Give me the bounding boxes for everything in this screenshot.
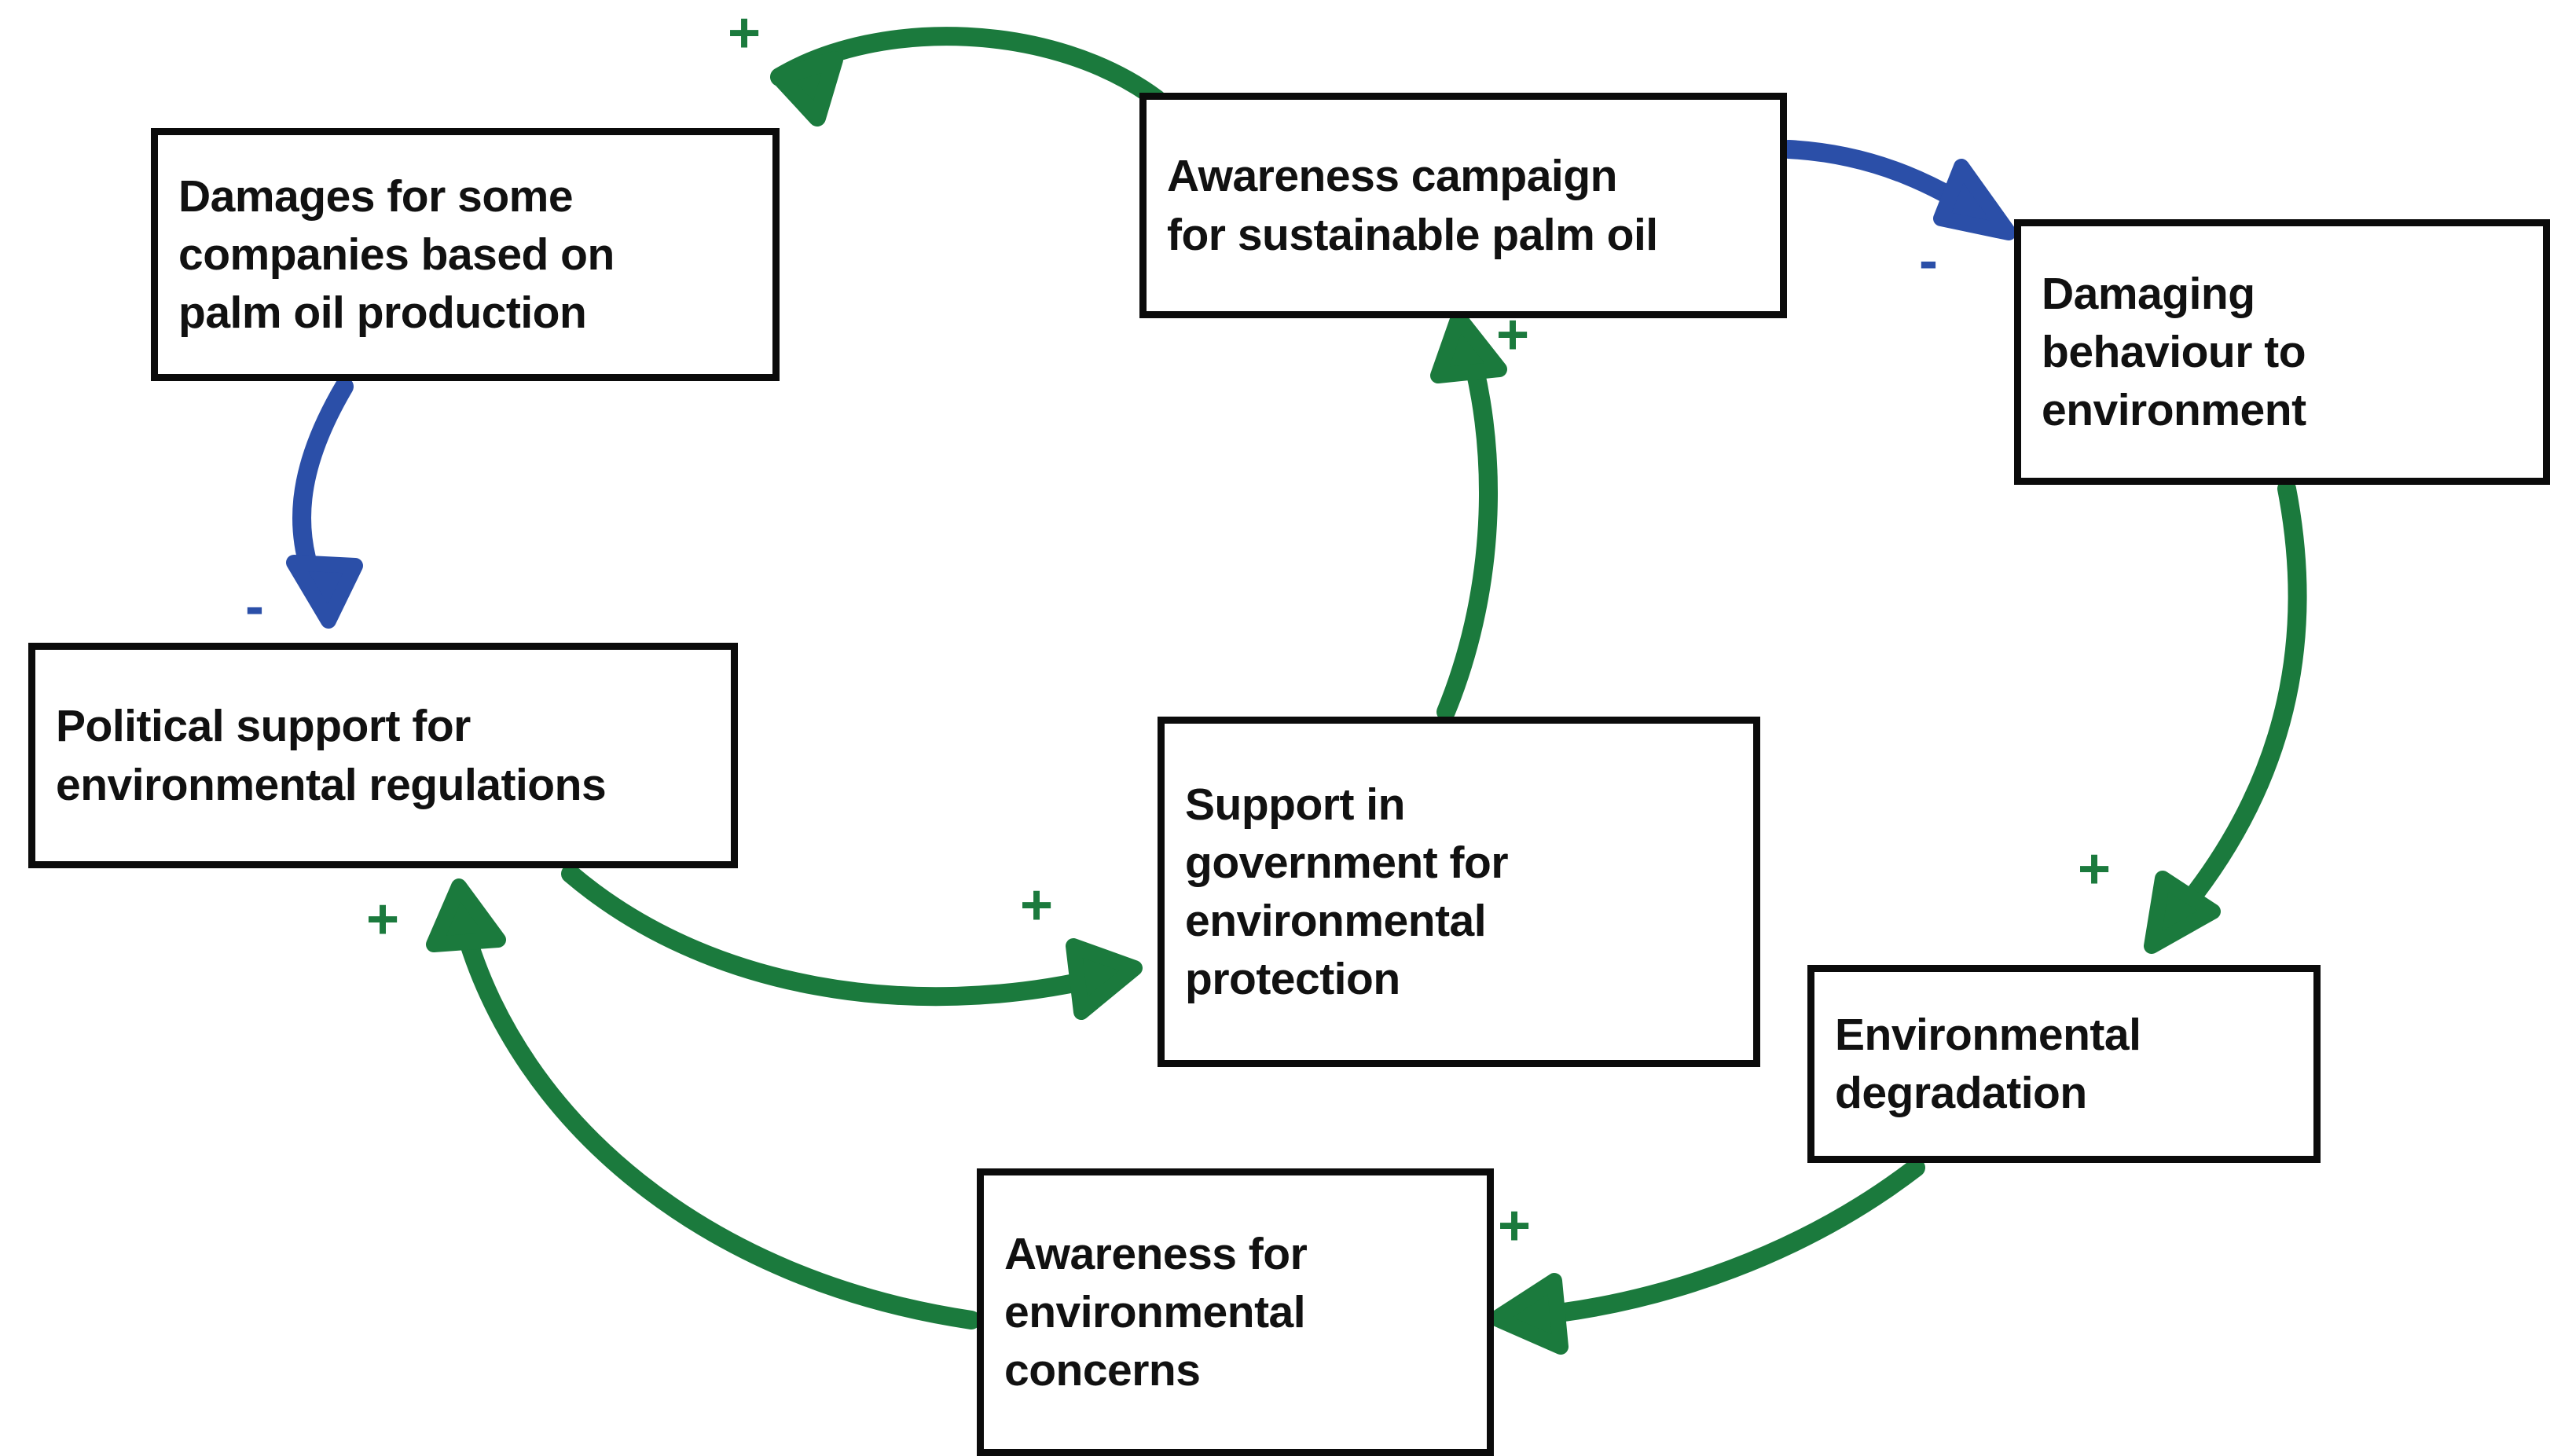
node-degradation[interactable]: Environmental degradation [1807,965,2321,1163]
node-gov-support[interactable]: Support in government for environmental … [1158,717,1760,1067]
link-degradation-to-awareness-concerns [1488,1158,1925,1355]
polarity-label-damages-to-political-support: - [245,575,264,638]
link-damages-to-political-support [286,377,363,629]
polarity-label-degradation-to-awareness-concerns: + [1498,1194,1532,1257]
node-damages[interactable]: Damages for some companies based on palm… [151,128,780,381]
polarity-label-gov-support-to-campaign: + [1496,303,1530,366]
polarity-label-political-support-to-gov-support: + [1020,874,1054,937]
polarity-label-damaging-behaviour-to-degradation: + [2078,838,2112,900]
link-campaign-to-damaging-behaviour [1779,140,2016,240]
polarity-label-campaign-to-damages: + [728,2,761,64]
node-label: Support in government for environmental … [1185,779,1509,1005]
link-damaging-behaviour-to-degradation [2144,479,2307,954]
polarity-label-awareness-concerns-to-political-support: + [366,888,400,951]
link-campaign-to-damages [770,27,1166,127]
node-label: Damages for some companies based on palm… [178,171,615,339]
polarity-label-campaign-to-damaging-behaviour: - [1919,229,1938,292]
node-campaign[interactable]: Awareness campaign for sustainable palm … [1139,93,1787,318]
node-label: Damaging behaviour to environment [2042,268,2306,436]
node-label: Environmental degradation [1835,1009,2141,1118]
node-label: Political support for environmental regu… [56,701,607,810]
node-political-support[interactable]: Political support for environmental regu… [28,643,738,868]
node-damaging-behaviour[interactable]: Damaging behaviour to environment [2014,219,2550,485]
link-awareness-concerns-to-political-support [426,878,981,1329]
node-label: Awareness campaign for sustainable palm … [1167,151,1658,260]
node-label: Awareness for environmental concerns [1004,1228,1308,1396]
link-gov-support-to-campaign [1430,310,1507,721]
node-awareness-concerns[interactable]: Awareness for environmental concerns [977,1168,1494,1456]
